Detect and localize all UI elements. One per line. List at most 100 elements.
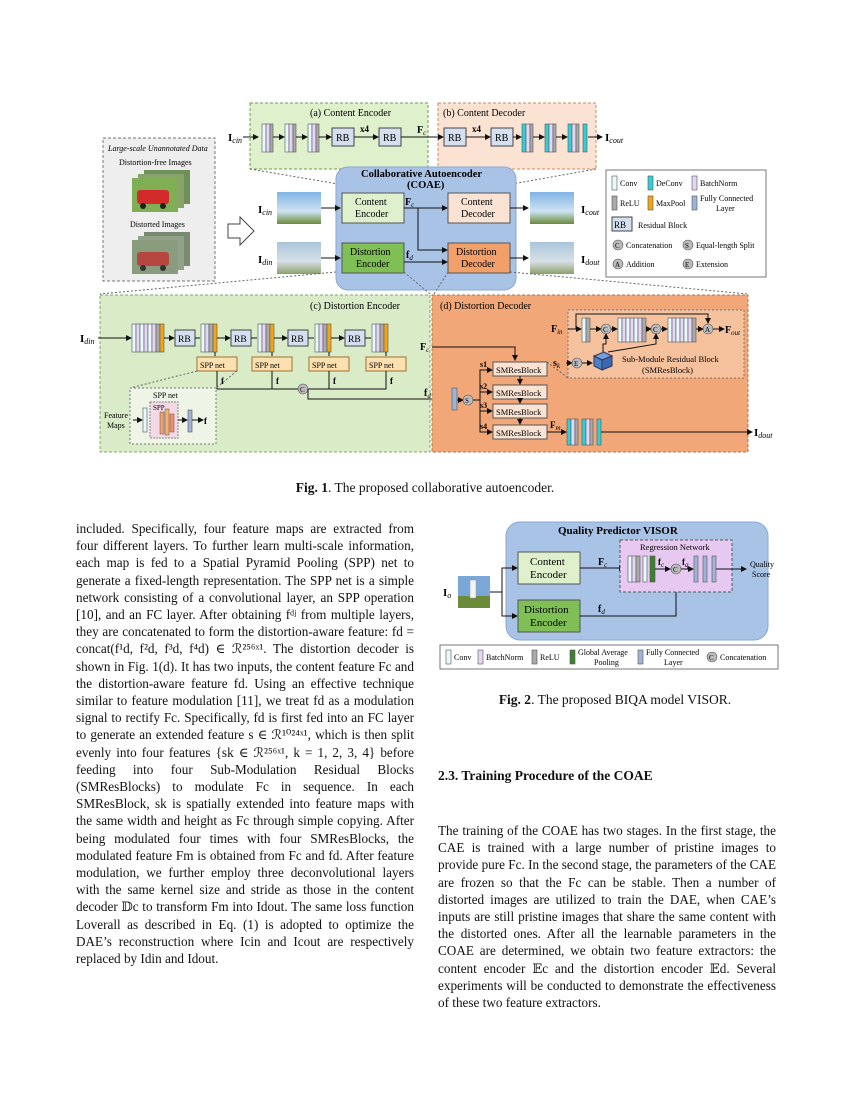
svg-text:Regression Network: Regression Network	[640, 542, 710, 552]
svg-text:Pooling: Pooling	[594, 658, 619, 667]
body-text-right-column: The training of the COAE has two stages.…	[438, 823, 777, 1011]
svg-text:f: f	[221, 376, 225, 386]
svg-text:s1: s1	[480, 360, 487, 369]
svg-text:RB: RB	[495, 133, 509, 144]
smresblock-layers	[581, 317, 697, 343]
svg-text:Fully Connected: Fully Connected	[700, 194, 753, 203]
visor-content-encoder	[517, 551, 581, 585]
svg-text:RB: RB	[383, 133, 397, 144]
svg-text:Content: Content	[530, 556, 565, 568]
label-fd: fd	[598, 604, 605, 616]
smresblock-chain: s1 s2 s3 s4 SMResBlock SMResBlock SMResB…	[473, 360, 548, 440]
output-icout: Icout	[581, 204, 600, 217]
input-idin: Idin	[258, 254, 273, 267]
svg-text:BatchNorm: BatchNorm	[700, 179, 738, 188]
svg-text:E: E	[574, 360, 578, 368]
svg-text:RB: RB	[291, 335, 304, 345]
svg-text:Fully Connected: Fully Connected	[646, 648, 699, 657]
label-sk: sk	[553, 358, 561, 370]
svg-text:x4: x4	[360, 124, 370, 134]
svg-text:Encoder: Encoder	[356, 259, 390, 270]
svg-text:Sub-Module Residual Block: Sub-Module Residual Block	[622, 354, 720, 364]
svg-text:s3: s3	[480, 401, 487, 410]
input-idin-detail: Idin	[80, 333, 95, 346]
label-fc-top: Fc	[417, 125, 427, 137]
svg-text:Decoder: Decoder	[461, 259, 496, 270]
distortion-decoder-deconv-layers	[566, 418, 602, 446]
svg-text:C: C	[673, 566, 678, 574]
svg-text:Concatenation: Concatenation	[626, 241, 672, 250]
svg-text:SMResBlock: SMResBlock	[496, 388, 542, 398]
output-idout: Idout	[581, 254, 600, 267]
input-icin: Icin	[258, 204, 272, 217]
input-icin-top: Icin	[228, 132, 242, 145]
label-fq: fq	[682, 557, 689, 569]
label-fc: Fc	[598, 557, 608, 569]
visor-distortion-encoder	[517, 599, 581, 633]
svg-text:Equal-length Split: Equal-length Split	[696, 241, 755, 250]
svg-text:SMResBlock: SMResBlock	[496, 407, 542, 417]
svg-text:SMResBlock: SMResBlock	[496, 428, 542, 438]
svg-text:ReLU: ReLU	[620, 199, 640, 208]
svg-text:x4: x4	[472, 124, 482, 134]
label-fm: Fm	[550, 420, 561, 432]
svg-text:Distortion: Distortion	[456, 247, 497, 258]
output-idout-detail: Idout	[754, 427, 773, 440]
svg-text:DeConv: DeConv	[656, 179, 683, 188]
figure-2-diagram: Quality Predictor VISOR Content Encoder …	[439, 521, 779, 670]
svg-text:A: A	[705, 326, 710, 334]
svg-text:Addition: Addition	[626, 260, 654, 269]
svg-text:SMResBlock: SMResBlock	[496, 365, 542, 375]
svg-text:SPP: SPP	[153, 404, 165, 412]
figure-1-caption: Fig. 1. The proposed collaborative autoe…	[295, 480, 555, 495]
svg-text:RB: RB	[614, 220, 626, 230]
figure-2-caption: Fig. 2. The proposed BIQA model VISOR.	[498, 692, 732, 707]
distortion-encoder-rb-chain: RB RB RB RB	[174, 323, 389, 353]
svg-text:Encoder: Encoder	[530, 569, 567, 581]
svg-text:Score: Score	[752, 570, 771, 579]
svg-text:RB: RB	[234, 335, 247, 345]
extended-feature-cube-icon	[592, 351, 614, 371]
svg-text:Extension: Extension	[696, 260, 728, 269]
svg-text:s2: s2	[480, 382, 487, 391]
svg-text:S: S	[685, 242, 689, 250]
svg-text:MaxPool: MaxPool	[656, 199, 686, 208]
figure-1-diagram: (a) Content Encoder (b) Content Decoder …	[80, 102, 773, 453]
svg-text:C: C	[653, 326, 658, 334]
distortion-free-image-stack	[132, 170, 190, 212]
svg-text:RB: RB	[448, 133, 462, 144]
svg-text:C: C	[603, 326, 608, 334]
label-fc-detail: Fc	[420, 342, 430, 354]
svg-text:Distortion: Distortion	[524, 604, 569, 616]
svg-text:Encoder: Encoder	[355, 209, 389, 220]
svg-text:RB: RB	[178, 335, 191, 345]
svg-text:Large-scale Unannotated Data: Large-scale Unannotated Data	[107, 144, 208, 153]
svg-text:Content: Content	[355, 197, 387, 208]
distorted-image-stack	[132, 232, 190, 274]
label-fd-coae: fd	[406, 250, 413, 262]
svg-text:Concatenation: Concatenation	[720, 653, 766, 662]
body-text-left-column: included. Specifically, four feature map…	[76, 521, 414, 967]
svg-text:s4: s4	[480, 422, 487, 431]
section-heading: 2.3. Training Procedure of the COAE	[438, 768, 653, 783]
content-decoder-title: (b) Content Decoder	[443, 108, 526, 119]
svg-text:E: E	[685, 261, 689, 269]
label-io: Io	[443, 587, 451, 600]
svg-text:C: C	[300, 386, 305, 394]
label-fc-small: fc	[658, 557, 665, 569]
content-encoder-title: (a) Content Encoder	[310, 108, 392, 119]
svg-text:Distortion-free Images: Distortion-free Images	[119, 158, 192, 167]
content-encoder-layers	[261, 123, 320, 153]
svg-text:Quality: Quality	[750, 560, 774, 569]
svg-text:SPP net: SPP net	[369, 361, 395, 370]
svg-text:Global Average: Global Average	[578, 648, 628, 657]
svg-text:C: C	[615, 242, 620, 250]
svg-text:Content: Content	[461, 197, 493, 208]
svg-text:Feature: Feature	[104, 411, 128, 420]
svg-text:A: A	[615, 261, 620, 269]
label-fout: Fout	[725, 325, 741, 337]
svg-text:Maps: Maps	[107, 421, 125, 430]
svg-text:SPP net: SPP net	[153, 391, 179, 400]
svg-text:Distortion: Distortion	[350, 247, 391, 258]
svg-text:(COAE): (COAE)	[407, 180, 445, 191]
